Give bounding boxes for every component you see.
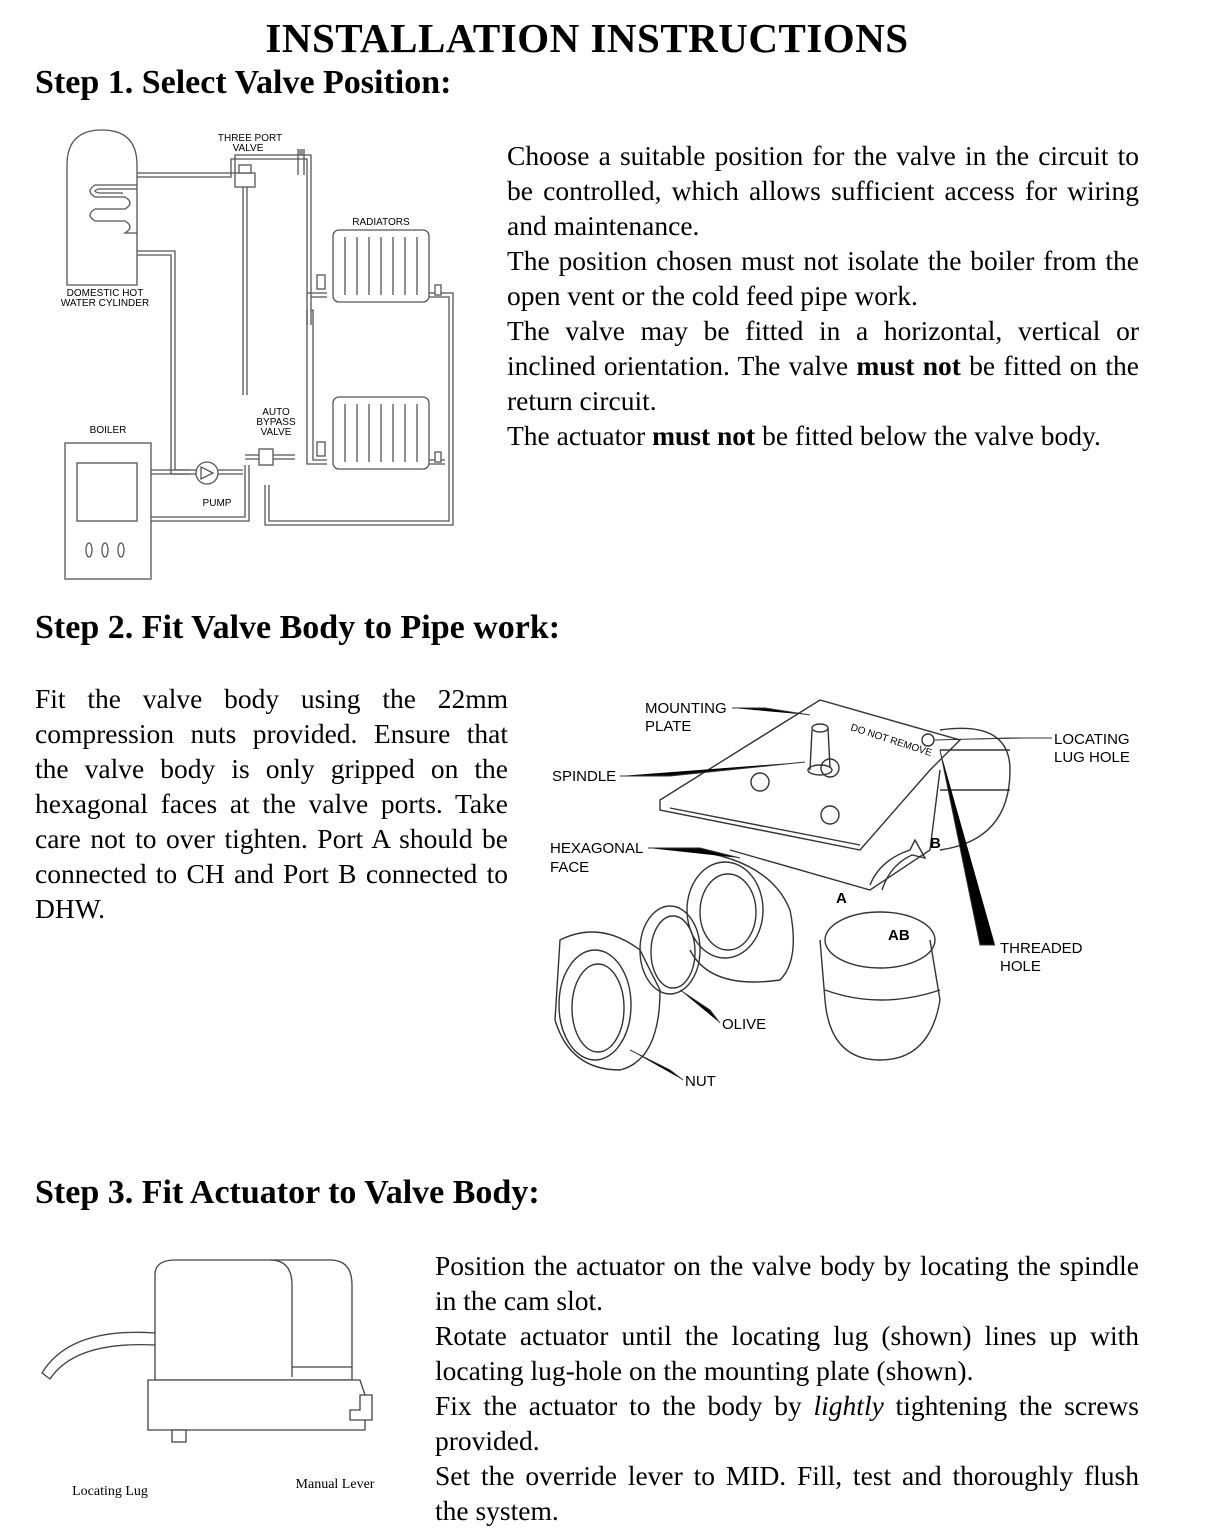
label-hexagonal-face: HEXAGONAL bbox=[550, 840, 643, 857]
label-mounting-plate-2: PLATE bbox=[645, 718, 691, 735]
emphasis-must-not: must not bbox=[856, 350, 961, 381]
label-mounting-plate: MOUNTING bbox=[645, 700, 727, 717]
label-radiators: RADIATORS bbox=[352, 217, 410, 228]
step3-para-2: Rotate actuator until the locating lug (… bbox=[435, 1320, 1139, 1386]
step3-para-3: Fix the actuator to the body by lightly … bbox=[435, 1390, 1139, 1456]
label-port-ab: AB bbox=[888, 927, 910, 944]
valve-body-diagram: DO NOT REMOVE A B AB MOUNTING PLATE SPIN… bbox=[540, 690, 1160, 1100]
manual-lever bbox=[349, 1394, 373, 1421]
label-locating-lug-hole-2: LUG HOLE bbox=[1054, 749, 1130, 766]
label-threaded-hole-2: HOLE bbox=[1000, 958, 1041, 975]
step2-heading: Step 2. Fit Valve Body to Pipe work: bbox=[35, 609, 561, 646]
heating-circuit-diagram: THREE PORT VALVE RADIATORS DOMESTIC HOT … bbox=[55, 125, 480, 585]
step1-text: Choose a suitable position for the valve… bbox=[507, 138, 1139, 453]
cylinder-body bbox=[66, 129, 138, 286]
step3-para-1: Position the actuator on the valve body … bbox=[435, 1250, 1139, 1316]
label-locating-lug-hole: LOCATING bbox=[1054, 731, 1130, 748]
label-three-port-2: VALVE bbox=[233, 143, 264, 154]
label-bypass: AUTO bbox=[262, 407, 290, 418]
label-bypass-2: BYPASS bbox=[256, 417, 296, 428]
label-hexagonal-face-2: FACE bbox=[550, 859, 589, 876]
heating-circuit-svg: THREE PORT VALVE RADIATORS DOMESTIC HOT … bbox=[61, 129, 454, 580]
label-three-port: THREE PORT bbox=[218, 133, 282, 144]
label-bypass-3: VALVE bbox=[261, 427, 292, 438]
step1-para-1: Choose a suitable position for the valve… bbox=[507, 140, 1139, 241]
step1-para-4: The actuator must not be fitted below th… bbox=[507, 420, 1101, 451]
label-locating-lug: Locating Lug bbox=[72, 1484, 148, 1499]
page-title: INSTALLATION INSTRUCTIONS bbox=[265, 15, 909, 61]
actuator-svg: Locating Lug Manual Lever bbox=[41, 1259, 375, 1499]
label-manual-lever: Manual Lever bbox=[296, 1477, 375, 1492]
actuator-cable bbox=[41, 1331, 156, 1380]
valve-body-svg: DO NOT REMOVE A B AB MOUNTING PLATE SPIN… bbox=[550, 699, 1130, 1090]
step3-heading: Step 3. Fit Actuator to Valve Body: bbox=[35, 1174, 540, 1211]
label-port-b: B bbox=[930, 835, 941, 852]
locating-lug bbox=[171, 1429, 187, 1443]
cylinder-coil bbox=[89, 184, 137, 234]
label-boiler: BOILER bbox=[90, 425, 127, 436]
step1-para-2: The position chosen must not isolate the… bbox=[507, 245, 1139, 311]
label-nut: NUT bbox=[685, 1073, 716, 1090]
label-spindle: SPINDLE bbox=[552, 768, 616, 785]
label-cylinder: DOMESTIC HOT bbox=[67, 288, 144, 299]
label-pump: PUMP bbox=[203, 498, 232, 509]
actuator-cover bbox=[154, 1259, 353, 1381]
emphasis-lightly: lightly bbox=[813, 1390, 884, 1421]
label-threaded-hole: THREADED bbox=[1000, 940, 1083, 957]
label-olive: OLIVE bbox=[722, 1016, 766, 1033]
step2-para-1: Fit the valve body using the 22mm compre… bbox=[35, 683, 508, 924]
step3-para-4: Set the override lever to MID. Fill, tes… bbox=[435, 1460, 1139, 1526]
mounting-plate bbox=[659, 699, 962, 851]
label-port-a: A bbox=[836, 890, 847, 907]
label-cylinder-2: WATER CYLINDER bbox=[61, 298, 149, 309]
actuator-base bbox=[147, 1379, 366, 1431]
step1-para-3: The valve may be fitted in a horizontal,… bbox=[507, 315, 1140, 416]
step2-text: Fit the valve body using the 22mm compre… bbox=[35, 681, 508, 926]
step1-heading: Step 1. Select Valve Position: bbox=[35, 64, 452, 101]
actuator-diagram: Locating Lug Manual Lever bbox=[30, 1255, 410, 1505]
step3-text: Position the actuator on the valve body … bbox=[435, 1248, 1139, 1528]
emphasis-must-not-2: must not bbox=[652, 420, 756, 451]
